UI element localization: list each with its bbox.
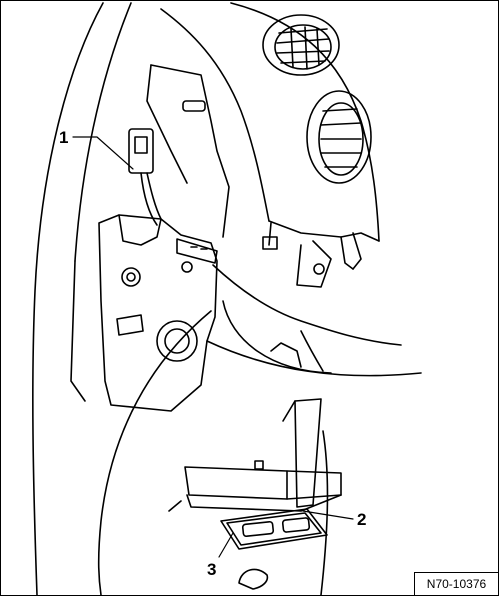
dashboard-panel [160,2,380,270]
air-vent-lower [306,90,372,184]
callout-2: 2 [357,510,367,529]
leader-lines [72,136,354,558]
inset-tray [220,508,328,550]
air-vent-upper [262,14,340,76]
a-pillar-trim [32,2,132,595]
lower-dash-trim [212,264,402,372]
inset-edge-left [168,500,182,512]
inset-knob [238,568,269,590]
figure-reference-code: N70-10376 [414,572,498,595]
side-bracket [146,64,332,288]
inset-shelf [184,460,342,512]
callout-1: 1 [59,128,69,147]
mounting-plate [98,214,218,412]
electrical-connector [128,128,162,226]
magnifier-outline [97,300,422,595]
inset-stalk [282,398,322,508]
callout-3: 3 [207,560,217,579]
inset-edge [320,430,329,595]
